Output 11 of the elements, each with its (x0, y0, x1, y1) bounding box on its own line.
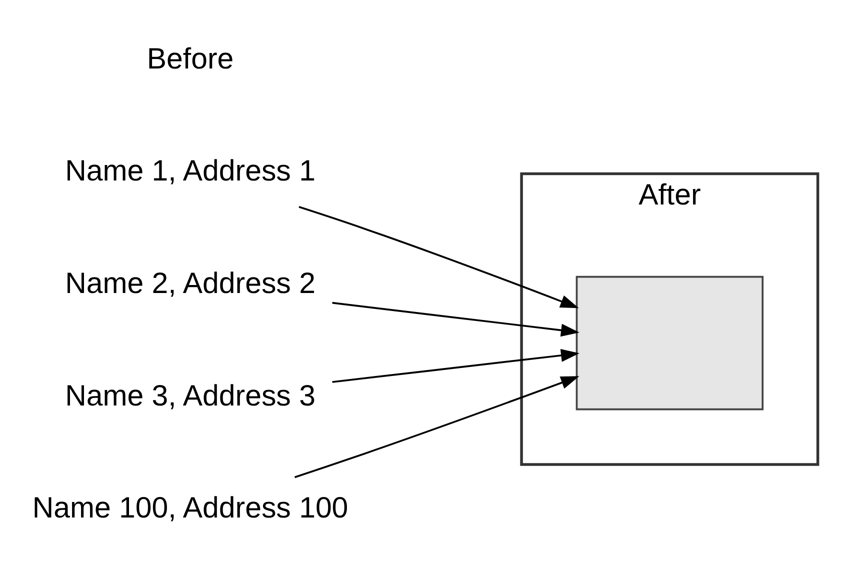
arrow (298, 206, 579, 308)
node-box (576, 276, 764, 410)
label: Before (146, 42, 234, 76)
arrow (294, 376, 580, 478)
arrow (332, 302, 580, 337)
node-text: Name 100, Address 100 (32, 492, 348, 525)
node-text: Name 1, Address 1 (65, 154, 316, 188)
node-text: Name 2, Address 2 (65, 266, 316, 300)
cluster: After (520, 172, 820, 466)
arrow (332, 349, 580, 383)
node-text: Name 3, Address 3 (65, 379, 316, 412)
